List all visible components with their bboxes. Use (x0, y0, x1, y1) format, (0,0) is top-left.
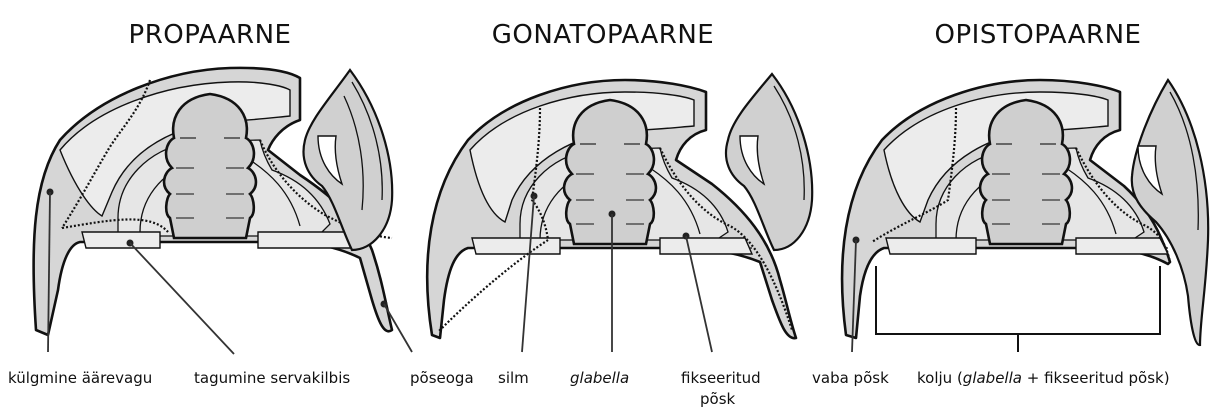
label-cranidium-glabella: glabella (963, 369, 1022, 387)
title-opistopaarne: OPISTOPAARNE (935, 20, 1142, 50)
title-gonatopaarne: GONATOPAARNE (492, 20, 714, 50)
opistopaarne-cephalon (842, 80, 1208, 352)
label-cranidium-prefix: kolju ( (917, 369, 963, 387)
label-glabella: glabella (570, 369, 629, 387)
label-posterior-border: tagumine servakilbis (194, 369, 350, 387)
gonatopaarne-cephalon (427, 74, 812, 338)
label-fixed-cheek-line2: põsk (700, 390, 736, 408)
label-free-cheek: vaba põsk (812, 369, 889, 387)
label-cranidium: kolju (glabella + fikseeritud põsk) (917, 369, 1170, 387)
cranidium-bracket (876, 266, 1160, 334)
propaarne-cephalon (34, 68, 393, 335)
label-fixed-cheek-line1: fikseeritud (681, 369, 761, 387)
label-lateral-furrow: külgmine äärevagu (8, 369, 152, 387)
label-cranidium-suffix: + fikseeritud põsk) (1022, 369, 1170, 387)
title-propaarne: PROPAARNE (129, 20, 292, 50)
label-genal-spine: põseoga (410, 369, 474, 387)
label-eye: silm (498, 369, 529, 387)
